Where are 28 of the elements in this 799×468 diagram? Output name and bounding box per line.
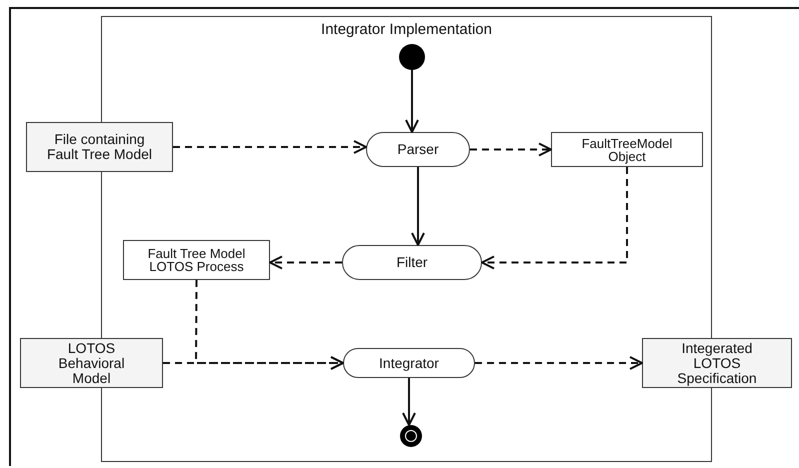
arrow <box>163 356 344 370</box>
arrow <box>173 140 367 154</box>
arrow <box>405 70 419 133</box>
node-label: File containing Fault Tree Model <box>46 132 154 162</box>
node-label: Integrator <box>379 356 439 370</box>
arrow <box>481 167 628 270</box>
object-box <box>20 338 163 388</box>
node-label: LOTOS Behavioral Model <box>57 340 126 386</box>
action-node <box>366 132 470 167</box>
arrow <box>411 167 425 246</box>
end-node <box>400 425 422 447</box>
arrow <box>269 256 342 270</box>
start-node <box>399 44 425 70</box>
object-box <box>551 132 703 167</box>
arrow <box>475 356 643 370</box>
arrow <box>402 378 416 426</box>
node-label: Integerated LOTOS Specification <box>676 340 758 386</box>
action-node <box>343 348 475 378</box>
node-label: Fault Tree Model LOTOS Process <box>146 247 246 273</box>
object-box <box>642 338 792 388</box>
node-label: Filter <box>396 255 428 270</box>
action-node <box>342 245 482 280</box>
node-label: FaultTreeModel Object <box>580 136 674 162</box>
node-label: Parser <box>397 142 439 157</box>
arrow <box>470 142 552 156</box>
object-box <box>123 240 270 280</box>
frame-title: Integrator Implementation <box>321 22 492 37</box>
object-box <box>26 122 173 172</box>
